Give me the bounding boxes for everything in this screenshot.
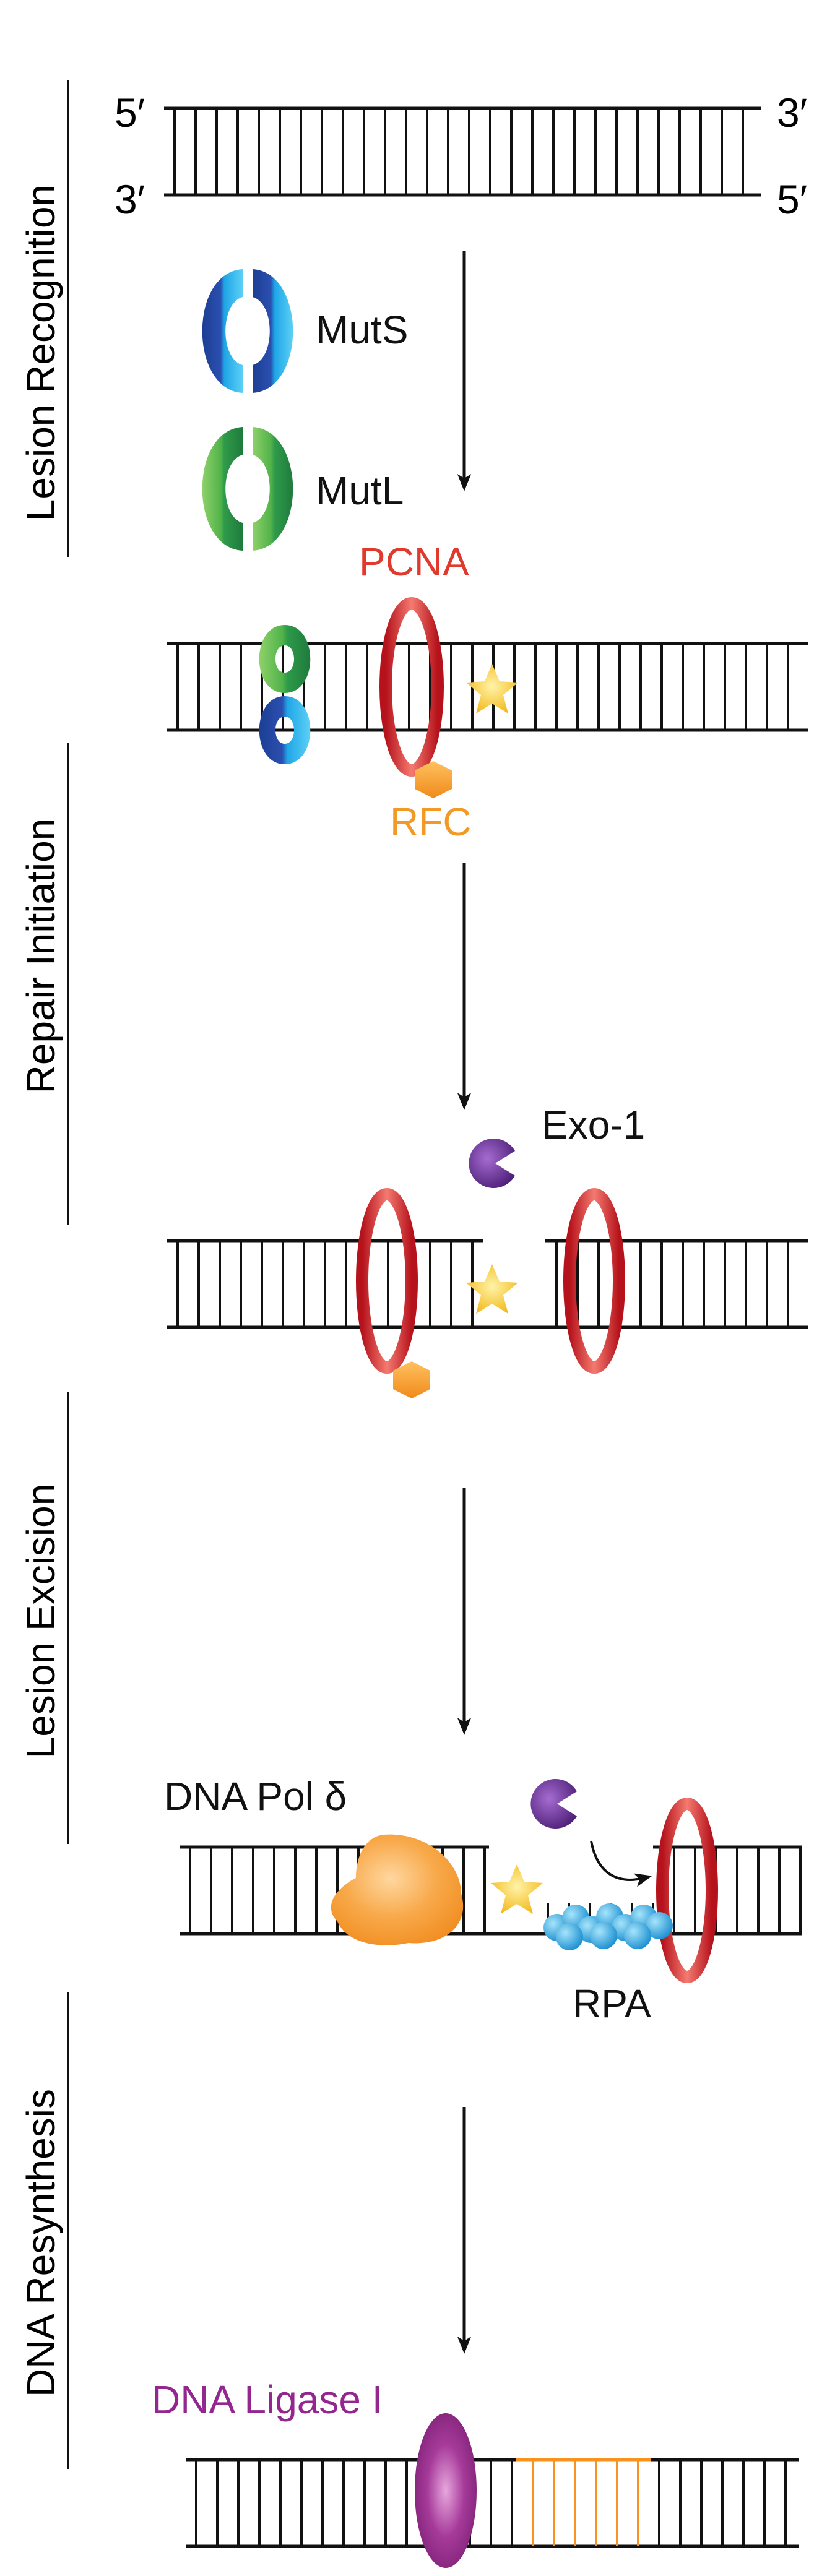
stage-dna-resynthesis: DNA Resynthesis: [19, 1992, 69, 2469]
exo1-move-arrow: [590, 1840, 652, 1887]
dna-duplex-resynthesis: [186, 2458, 799, 2548]
stage-label: Lesion Recognition: [19, 184, 63, 521]
lesion-star-icon: [466, 1264, 518, 1314]
rpa-bead: [556, 1923, 583, 1950]
muts-label: MutS: [316, 308, 408, 352]
exo1-pacman-icon: [530, 1779, 577, 1829]
stage-label: Repair Initiation: [19, 819, 63, 1094]
mutl-protein: [202, 427, 293, 551]
strand-end-bottom-left: 3′: [115, 176, 145, 222]
pcna-ring-icon: [379, 597, 444, 777]
rfc-hexagon-icon: [393, 1361, 430, 1398]
lesion-star-icon: [466, 664, 518, 713]
muts-protein: [202, 269, 293, 393]
ligase-label: DNA Ligase I: [152, 2377, 383, 2422]
pol-delta-blob-icon: [331, 1834, 464, 1945]
rpa-bead-cluster-icon: [543, 1903, 673, 1950]
rpa-bead: [624, 1922, 651, 1949]
stage-repair-initiation: Repair Initiation: [19, 743, 69, 1225]
stage-lesion-excision: Lesion Excision: [19, 1392, 69, 1844]
c-clamp-icon: [202, 269, 293, 393]
pcna-ring-icon: [563, 1188, 625, 1374]
exo1-label: Exo-1: [542, 1103, 645, 1147]
stage-lesion-recognition: Lesion Recognition: [19, 80, 69, 557]
pcna-ring-icon: [656, 1798, 718, 1983]
exo1-pacman-icon: [469, 1139, 515, 1189]
pcna-label: PCNA: [359, 540, 469, 584]
muts-bound: [259, 696, 311, 764]
lesion-star-icon: [491, 1864, 543, 1914]
dna-duplex-initial: [164, 106, 761, 197]
stage-label: DNA Resynthesis: [19, 2089, 63, 2397]
rpa-bead: [646, 1912, 673, 1939]
rpa-label: RPA: [573, 1981, 651, 2026]
pcna-ring-icon: [356, 1188, 418, 1374]
rpa-bead: [590, 1922, 617, 1949]
pol-delta-label: DNA Pol δ: [164, 1774, 347, 1819]
rfc-hexagon-icon: [415, 761, 452, 798]
c-clamp-icon: [202, 427, 293, 551]
stage-label: Lesion Excision: [19, 1484, 63, 1759]
strand-end-top-left: 5′: [115, 90, 145, 136]
strand-end-top-right: 3′: [777, 90, 807, 136]
mutl-bound: [259, 625, 311, 693]
rfc-label: RFC: [390, 799, 472, 844]
mutl-label: MutL: [316, 468, 404, 513]
strand-end-bottom-right: 5′: [777, 176, 807, 222]
ligase-oval-icon: [415, 2413, 477, 2568]
